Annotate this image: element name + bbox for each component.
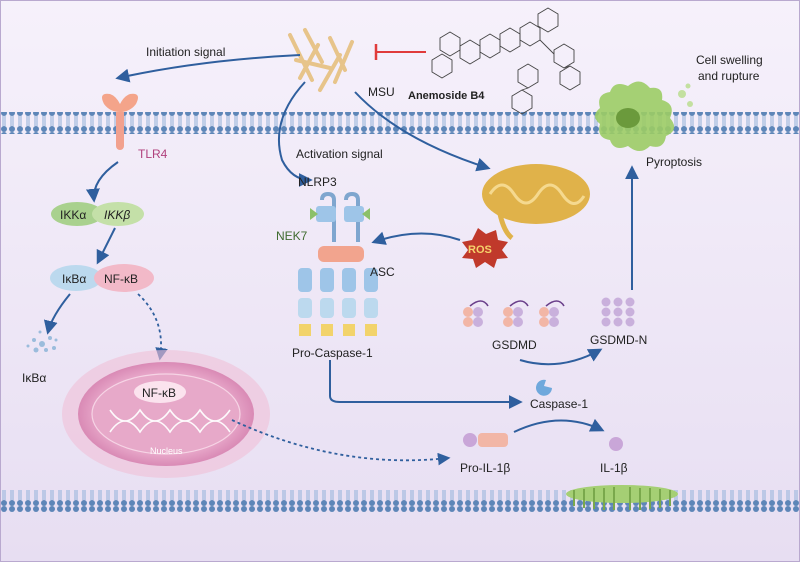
gsdmd-proteins [463,300,565,327]
caspase-label: Caspase-1 [530,397,588,411]
anemoside-structure [431,7,581,115]
ikka-label: IKKα [60,208,86,222]
ros-label: ROS [468,244,492,256]
activation-signal-label: Activation signal [296,147,383,161]
nfkb-label: NF-κB [104,272,138,286]
tlr4-receptor [102,93,138,150]
dna-helix [109,408,231,434]
tlr4-label: TLR4 [138,147,168,161]
anemoside-label: Anemoside B4 [408,90,485,102]
ikba-free-label: IκBα [22,371,46,385]
gsdmd-pore [566,485,678,510]
asc-label: ASC [370,265,395,279]
msu-mito-arrow [354,91,491,172]
il-maturation-arrow [513,418,605,433]
nucleus-label: Nucleus [150,446,183,456]
ikk-ikb-arrow [96,227,116,265]
gsdmd-n-proteins [601,297,635,327]
cell-swelling-label-2: and rupture [698,69,760,83]
initiation-arrow [115,54,301,83]
nucleus-nfkb-label: NF-κB [142,386,176,400]
initiation-signal-label: Initiation signal [146,45,225,59]
pro-caspase-label: Pro-Caspase-1 [292,346,373,360]
pyroptotic-cell [595,81,693,151]
tlr4-ikk-arrow [85,161,119,203]
gsdmd-cleave-arrow [519,348,603,366]
nlrp3-inflammasome [298,191,378,336]
caspase-activation-arrow [329,360,523,409]
mitochondria [482,164,590,240]
gsdmd-label: GSDMD [492,338,537,352]
msu-crystals [288,28,354,92]
ikkb-label: IKKβ [104,208,130,222]
il-1b [609,437,623,451]
pyroptosis-label: Pyroptosis [646,155,702,169]
cell-swelling-label-1: Cell swelling [696,53,763,67]
pro-il-label: Pro-IL-1β [460,461,510,475]
nlrp3-label: NLRP3 [298,175,337,189]
ros-burst [462,228,508,268]
nek7-label: NEK7 [276,229,308,243]
nfkb-nucleus-arrow [137,293,168,361]
activation-arrow [278,81,313,187]
caspase-1 [536,379,552,396]
ikb-nfkb-complex [50,264,154,292]
msu-label: MSU [368,85,395,99]
il-label: IL-1β [600,461,628,475]
ikk-complex [51,202,144,226]
pro-il-1b [463,433,508,447]
ikba-degrade-arrow [43,293,71,335]
degraded-ikba [26,330,58,353]
gsdmd-n-label: GSDMD-N [590,333,647,347]
ikba-label: IκBα [62,272,86,286]
bottom-membrane [0,490,800,512]
ros-nlrp3-arrow [371,231,461,245]
inhibition-symbol [374,44,426,60]
